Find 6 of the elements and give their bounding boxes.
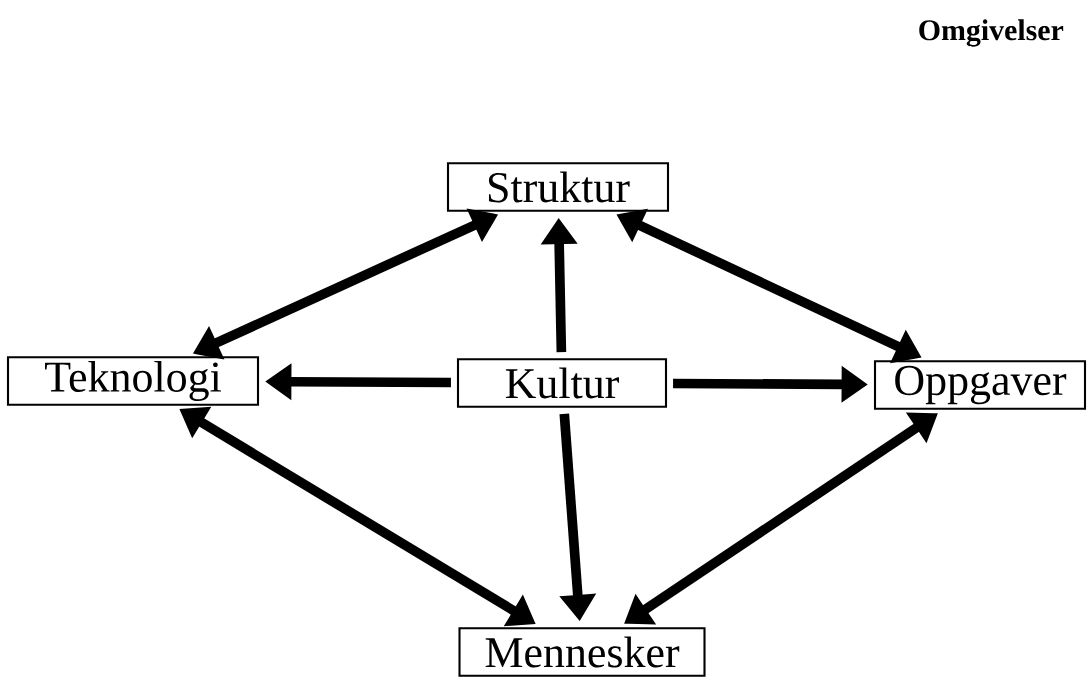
text-box: Mennesker: [458, 627, 706, 677]
text-box: Struktur: [446, 162, 670, 212]
text-box: Kultur: [456, 358, 668, 408]
heading: Omgivelser: [919, 19, 1064, 47]
text-box: Oppgaver: [873, 360, 1087, 410]
text-box: Teknologi: [6, 356, 260, 406]
